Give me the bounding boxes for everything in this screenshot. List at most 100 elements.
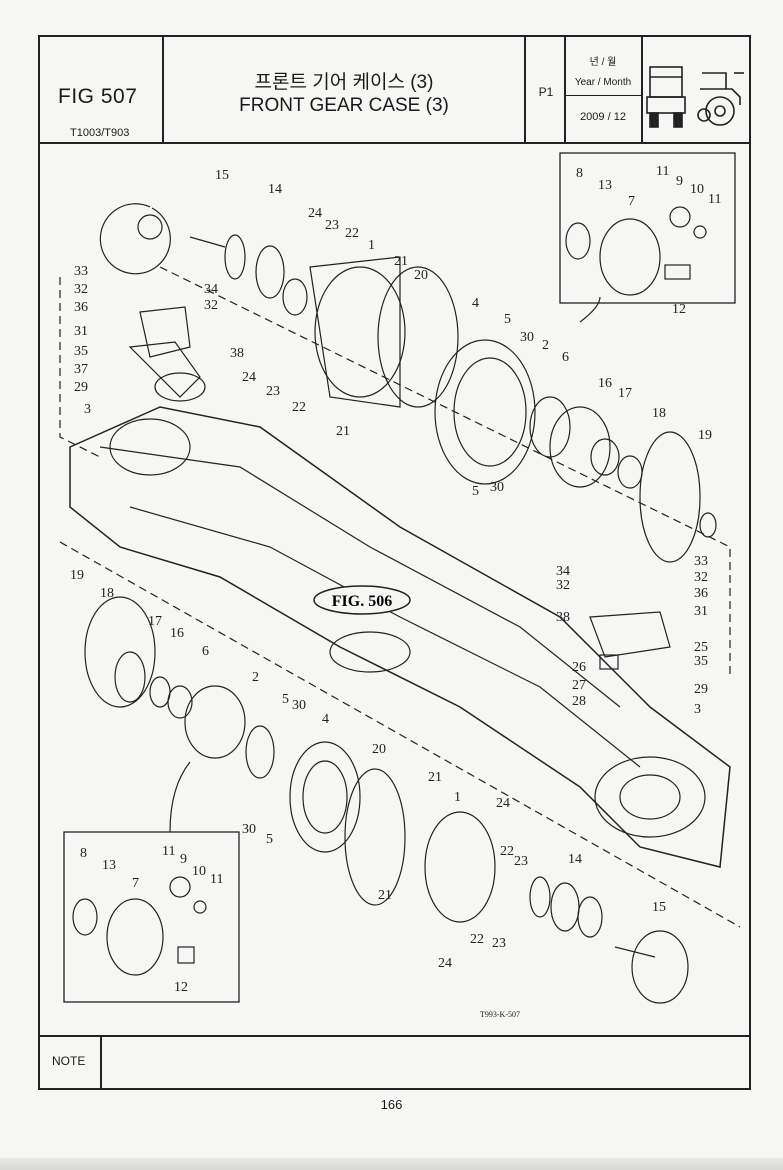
year-month-label-korean: 년 / 월 (589, 57, 617, 68)
svg-text:24: 24 (438, 956, 452, 971)
svg-text:7: 7 (132, 876, 139, 891)
tractor-icon (646, 66, 744, 128)
svg-text:23: 23 (325, 218, 339, 233)
svg-text:18: 18 (100, 586, 114, 601)
svg-text:5: 5 (504, 312, 511, 327)
svg-text:7: 7 (628, 194, 635, 209)
svg-text:32: 32 (694, 570, 708, 585)
svg-text:31: 31 (694, 604, 708, 619)
svg-text:23: 23 (514, 854, 528, 869)
fig-506-callout: FIG. 506 (332, 593, 392, 610)
svg-text:27: 27 (572, 678, 586, 693)
svg-text:17: 17 (148, 614, 162, 629)
svg-text:4: 4 (322, 712, 329, 727)
svg-text:13: 13 (598, 178, 612, 193)
svg-text:11: 11 (656, 164, 669, 179)
header-col-divider (162, 35, 164, 143)
svg-text:23: 23 (492, 936, 506, 951)
svg-text:16: 16 (598, 376, 612, 391)
svg-text:19: 19 (698, 428, 712, 443)
svg-text:26: 26 (572, 660, 586, 675)
svg-text:14: 14 (268, 182, 282, 197)
svg-text:24: 24 (496, 796, 510, 811)
header-col-divider (564, 35, 566, 143)
svg-text:18: 18 (652, 406, 666, 421)
page-frame (38, 35, 751, 1090)
svg-text:36: 36 (694, 586, 708, 601)
svg-text:1: 1 (368, 238, 375, 253)
svg-text:28: 28 (572, 694, 586, 709)
svg-text:12: 12 (174, 980, 188, 995)
svg-text:11: 11 (708, 192, 721, 207)
svg-text:9: 9 (180, 852, 187, 867)
svg-text:34: 34 (204, 282, 218, 297)
svg-text:21: 21 (394, 254, 408, 269)
title-block: FIG 507 T1003/T903 프론트 기어 케이스 (3) FRONT … (38, 35, 751, 145)
svg-text:5: 5 (266, 832, 273, 847)
svg-text:24: 24 (308, 206, 322, 221)
svg-text:15: 15 (215, 168, 229, 183)
svg-text:30: 30 (520, 330, 534, 345)
model-codes: T1003/T903 (70, 127, 130, 139)
svg-text:22: 22 (345, 226, 359, 241)
svg-text:21: 21 (378, 888, 392, 903)
header-col-divider (524, 35, 526, 143)
note-divider (40, 1035, 749, 1037)
page-code: P1 (538, 85, 554, 99)
svg-text:33: 33 (74, 264, 88, 279)
header-divider (38, 142, 751, 144)
svg-text:20: 20 (372, 742, 386, 757)
svg-text:20: 20 (414, 268, 428, 283)
svg-text:8: 8 (576, 166, 583, 181)
svg-text:22: 22 (470, 932, 484, 947)
svg-text:5: 5 (472, 484, 479, 499)
svg-text:38: 38 (556, 610, 570, 625)
title-english: FRONT GEAR CASE (3) (239, 95, 449, 116)
title-korean: 프론트 기어 케이스 (3) (254, 72, 434, 93)
svg-text:37: 37 (74, 362, 88, 377)
svg-text:24: 24 (242, 370, 256, 385)
svg-text:21: 21 (428, 770, 442, 785)
svg-text:36: 36 (74, 300, 88, 315)
svg-text:22: 22 (292, 400, 306, 415)
date-divider (564, 95, 641, 96)
svg-text:21: 21 (336, 424, 350, 439)
fig-number: FIG 507 (58, 85, 138, 108)
svg-text:3: 3 (694, 702, 701, 717)
svg-text:38: 38 (230, 346, 244, 361)
svg-text:30: 30 (242, 822, 256, 837)
header-col-divider (641, 35, 643, 143)
svg-text:35: 35 (74, 344, 88, 359)
note-label: NOTE (52, 1054, 86, 1068)
svg-text:30: 30 (490, 480, 504, 495)
year-month-value: 2009 / 12 (580, 111, 626, 123)
svg-text:13: 13 (102, 858, 116, 873)
svg-text:17: 17 (618, 386, 632, 401)
svg-text:10: 10 (192, 864, 206, 879)
svg-text:33: 33 (694, 554, 708, 569)
svg-text:12: 12 (672, 302, 686, 317)
svg-text:14: 14 (568, 852, 582, 867)
svg-text:10: 10 (690, 182, 704, 197)
fig-506-callout-oval (313, 585, 411, 615)
svg-text:6: 6 (202, 644, 209, 659)
svg-text:22: 22 (500, 844, 514, 859)
svg-text:32: 32 (74, 282, 88, 297)
year-month-label: Year / Month (574, 77, 632, 88)
drawing-reference: T993-K-507 (480, 1010, 520, 1019)
note-col-divider (100, 1035, 102, 1088)
svg-text:19: 19 (70, 568, 84, 583)
svg-text:2: 2 (252, 670, 259, 685)
svg-text:4: 4 (472, 296, 479, 311)
scan-edge (0, 1158, 783, 1170)
svg-text:2: 2 (542, 338, 549, 353)
svg-text:29: 29 (74, 380, 88, 395)
svg-text:11: 11 (210, 872, 223, 887)
svg-text:9: 9 (676, 174, 683, 189)
svg-text:23: 23 (266, 384, 280, 399)
svg-text:6: 6 (562, 350, 569, 365)
note-box: NOTE (40, 1035, 749, 1088)
page-number: 166 (380, 1097, 403, 1112)
svg-text:30: 30 (292, 698, 306, 713)
